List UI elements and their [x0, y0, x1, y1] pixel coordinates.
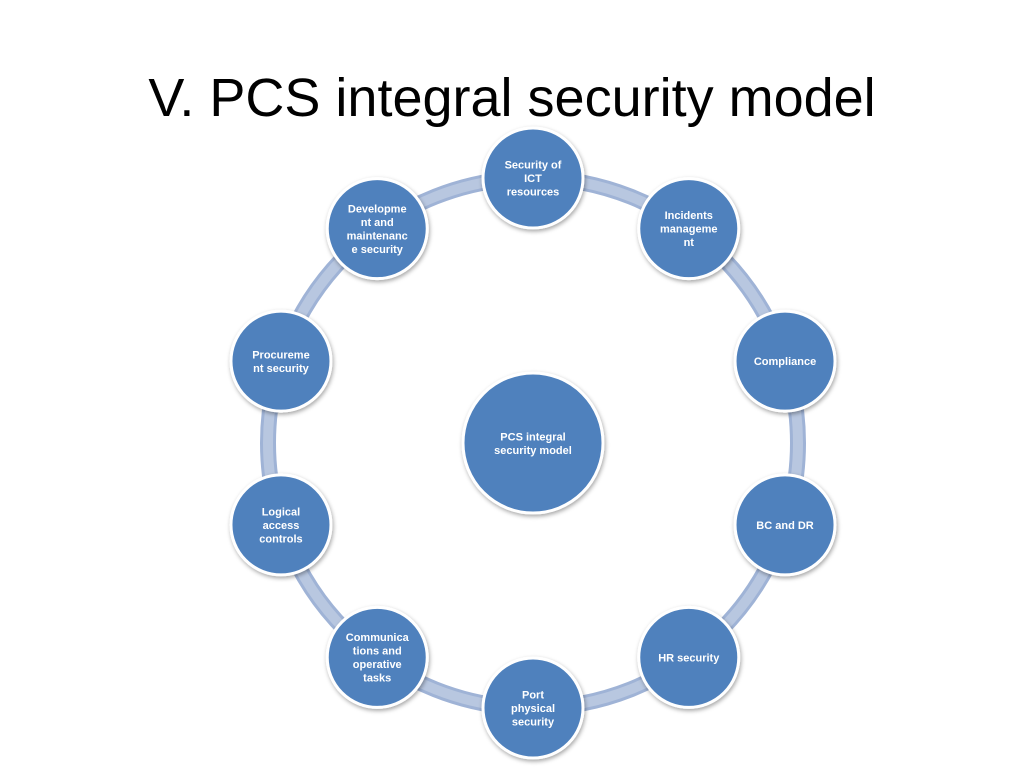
node-incidents-management-label-line: Incidents — [665, 210, 713, 222]
node-logical-access-controls-label-line: controls — [259, 533, 302, 545]
node-security-of-ict-resources-label-line: resources — [507, 187, 560, 199]
node-bc-and-dr-label-line: BC and DR — [756, 520, 814, 532]
center-node-label-line: PCS integral — [500, 431, 565, 443]
center-node-label-line: security model — [494, 445, 572, 457]
node-communications-and-operative-tasks-label-line: tasks — [363, 673, 391, 685]
node-communications-and-operative-tasks-label-line: Communica — [346, 632, 410, 644]
node-development-and-maintenance-security-label-line: maintenanc — [347, 230, 408, 242]
node-security-of-ict-resources-label-line: Security of — [505, 160, 562, 172]
node-incidents-management-circle — [637, 177, 741, 281]
node-development-and-maintenance-security-label-line: Developme — [348, 203, 407, 215]
slide-title: V. PCS integral security model — [148, 68, 876, 128]
node-bc-and-dr: BC and DR — [733, 473, 837, 577]
node-hr-security-circle — [637, 605, 741, 709]
node-development-and-maintenance-security-circle — [325, 177, 429, 281]
node-hr-security: HR security — [637, 605, 741, 709]
node-incidents-management-label-line: nt — [684, 237, 695, 249]
node-procurement-security-label-line: nt security — [253, 363, 310, 375]
node-port-physical-security-label-line: security — [512, 717, 555, 729]
node-communications-and-operative-tasks-label-line: operative — [353, 659, 402, 671]
node-security-of-ict-resources-label-line: ICT — [524, 173, 542, 185]
node-development-and-maintenance-security-label-line: e security — [352, 244, 404, 256]
center-node-label: PCS integral security model — [494, 431, 572, 457]
node-bc-and-dr-circle — [733, 473, 837, 577]
node-port-physical-security-label-line: physical — [511, 703, 555, 715]
center-node: PCS integral security model — [461, 371, 605, 515]
node-hr-security-label: HR security — [658, 652, 720, 664]
node-logical-access-controls-label-line: access — [263, 520, 300, 532]
node-logical-access-controls-label-line: Logical — [262, 506, 301, 518]
node-port-physical-security-circle — [481, 656, 585, 760]
node-bc-and-dr-label: BC and DR — [756, 520, 814, 532]
node-port-physical-security-label-line: Port — [522, 690, 544, 702]
node-incidents-management-label-line: manageme — [660, 224, 717, 236]
node-procurement-security-label-line: Procureme — [252, 349, 309, 361]
node-compliance: Compliance — [733, 309, 837, 413]
node-hr-security-label-line: HR security — [658, 652, 720, 664]
center-node-circle — [461, 371, 605, 515]
node-compliance-label: Compliance — [754, 356, 816, 368]
node-procurement-security-label: Procureme nt security — [252, 349, 309, 375]
node-compliance-label-line: Compliance — [754, 356, 816, 368]
node-communications-and-operative-tasks-label-line: tions and — [353, 646, 402, 658]
node-security-of-ict-resources-circle — [481, 126, 585, 230]
node-logical-access-controls-circle — [229, 473, 333, 577]
node-development-and-maintenance-security-label-line: nt and — [361, 217, 394, 229]
node-procurement-security: Procureme nt security — [229, 309, 333, 413]
node-compliance-circle — [733, 309, 837, 413]
node-procurement-security-circle — [229, 309, 333, 413]
node-communications-and-operative-tasks-circle — [325, 605, 429, 709]
